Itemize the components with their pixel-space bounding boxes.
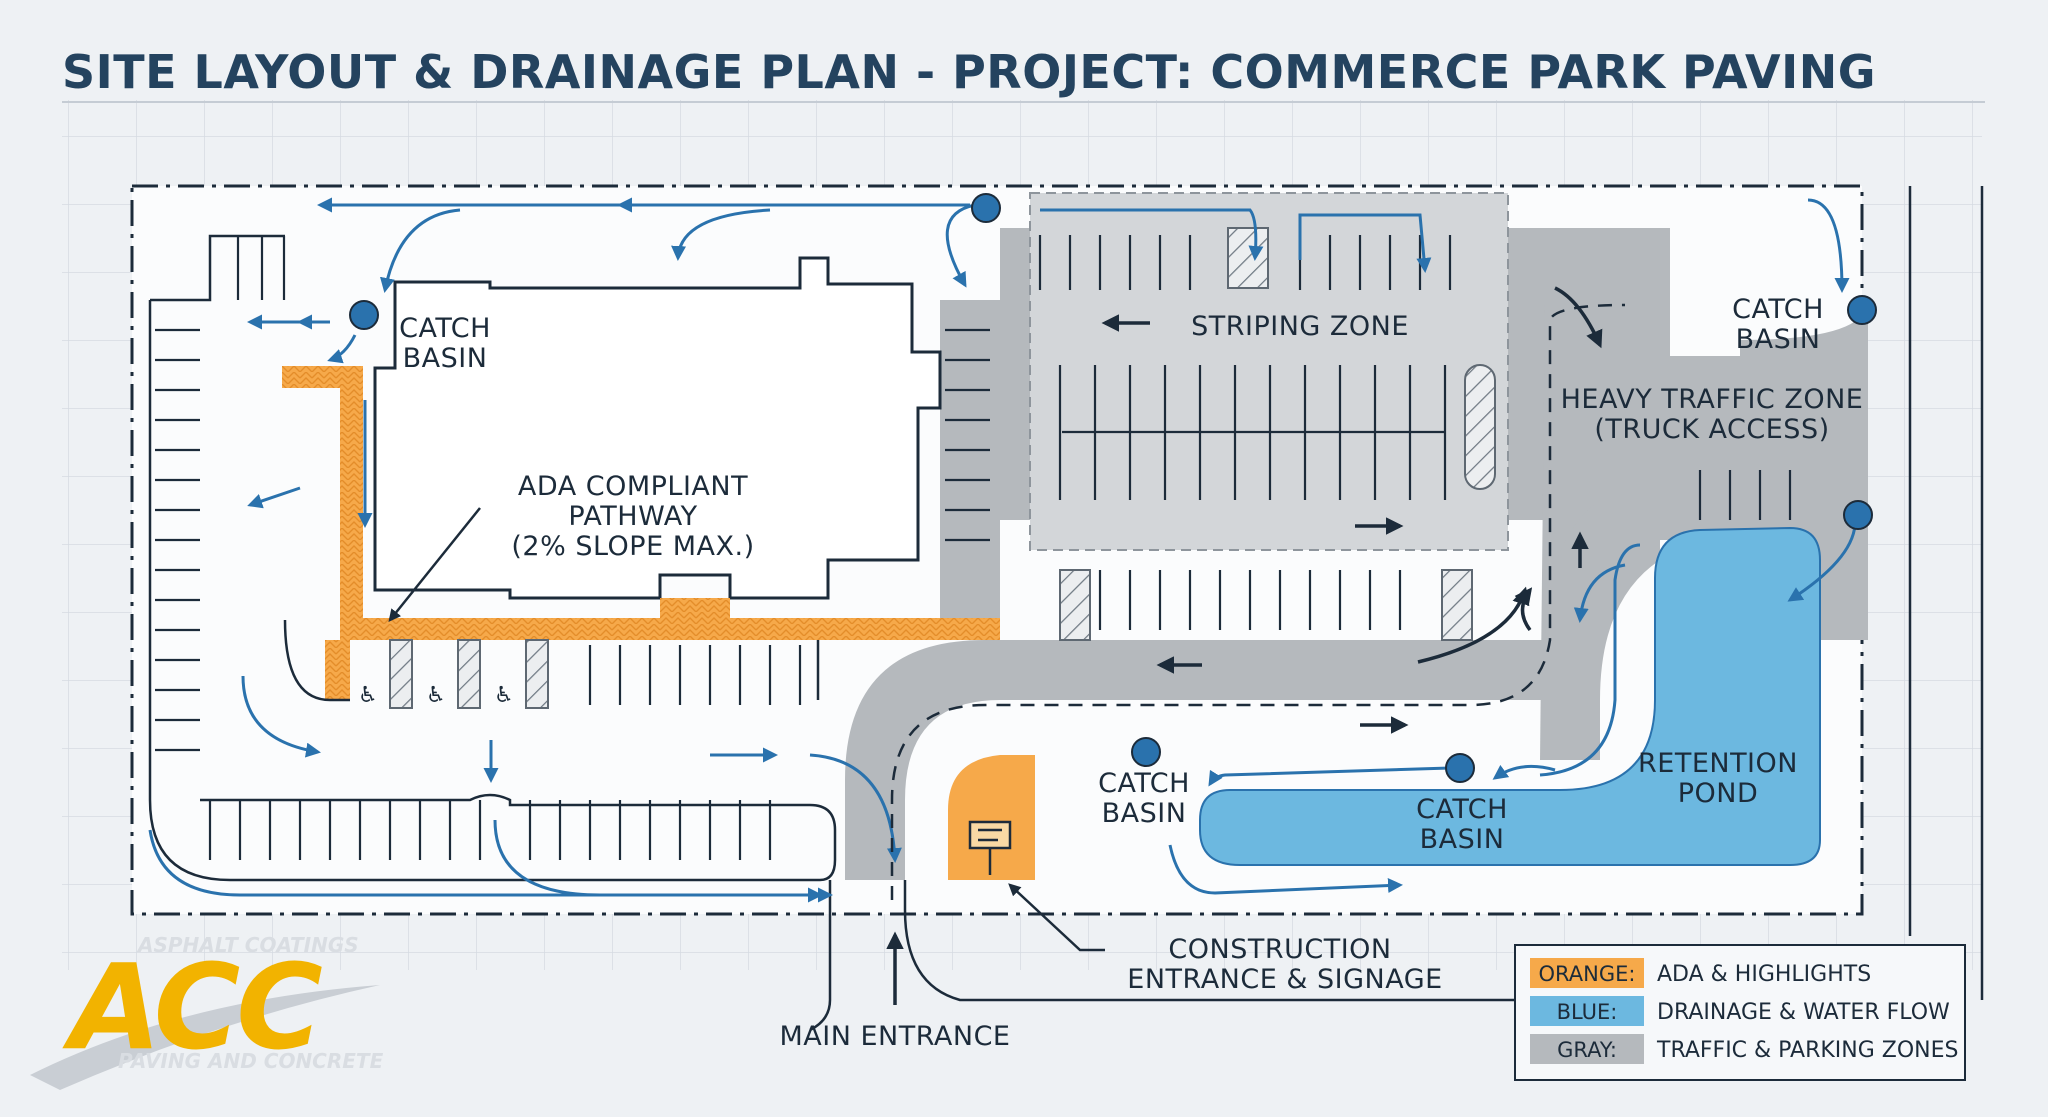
ada-pathway-label-2: PATHWAY: [568, 501, 697, 532]
retention-pond-label: RETENTION: [1638, 748, 1798, 779]
legend-key-blue: BLUE:: [1557, 1000, 1618, 1024]
svg-text:♿: ♿: [358, 683, 378, 708]
construction-entrance-area: [948, 755, 1035, 880]
main-entrance-label: MAIN ENTRANCE: [779, 1021, 1010, 1052]
construction-entrance-label: CONSTRUCTION: [1168, 934, 1391, 965]
curb-lines: [148, 186, 1984, 1032]
hatched-islands: [389, 227, 1496, 709]
wheelchair-icon: ♿ ♿ ♿: [358, 683, 514, 708]
catch-basin-s2-label-2: BASIN: [1420, 824, 1505, 855]
legend-key-orange: ORANGE:: [1539, 962, 1636, 986]
svg-text:♿: ♿: [426, 683, 446, 708]
legend-value-orange: ADA & HIGHLIGHTS: [1657, 962, 1871, 987]
retention-pond: [1199, 526, 1821, 866]
svg-text:♿: ♿: [494, 683, 514, 708]
leader-lines: [388, 507, 1105, 952]
page-title: SITE LAYOUT & DRAINAGE PLAN - PROJECT: C…: [62, 45, 1876, 99]
traffic-arrows: [886, 286, 1603, 1005]
logo-mark: ACC: [62, 938, 322, 1076]
legend-value-gray: TRAFFIC & PARKING ZONES: [1656, 1038, 1959, 1063]
legend: ORANGE: BLUE: GRAY: ADA & HIGHLIGHTS DRA…: [1514, 944, 1966, 1081]
sign-post-icon: [968, 820, 1012, 875]
construction-entrance-label-2: ENTRANCE & SIGNAGE: [1127, 964, 1442, 995]
catch-basin-s1-label-2: BASIN: [1102, 798, 1187, 829]
legend-swatch-blue: [1530, 996, 1644, 1026]
company-logo: ASPHALT COATINGS ACC PAVING AND CONCRETE: [30, 933, 384, 1090]
logo-bottom-text: PAVING AND CONCRETE: [118, 1049, 384, 1073]
catch-basin-s1-label: CATCH: [1098, 768, 1190, 799]
catch-basin-marker: [349, 193, 1877, 783]
catch-basin-nw-label: CATCH: [399, 313, 491, 344]
legend-swatch-orange: [1530, 958, 1644, 988]
pond-swale: [1539, 543, 1641, 777]
catch-basin-s2-label: CATCH: [1416, 794, 1508, 825]
legend-key-gray: GRAY:: [1557, 1038, 1617, 1062]
heavy-traffic-label: HEAVY TRAFFIC ZONE: [1561, 384, 1864, 415]
heavy-traffic-label-2: (TRUCK ACCESS): [1594, 414, 1829, 445]
striping-zone-label: STRIPING ZONE: [1191, 311, 1409, 342]
ada-pathway-label: ADA COMPLIANT: [518, 471, 748, 502]
legend-swatch-gray: [1530, 1034, 1644, 1064]
legend-value-blue: DRAINAGE & WATER FLOW: [1657, 1000, 1950, 1025]
catch-basin-ne-label-2: BASIN: [1736, 324, 1821, 355]
catch-basin-nw-label-2: BASIN: [403, 343, 488, 374]
catch-basin-ne-label: CATCH: [1732, 294, 1824, 325]
lane-dashes: [890, 303, 1626, 900]
logo-top-text: ASPHALT COATINGS: [136, 933, 359, 957]
ada-pathway-label-3: (2% SLOPE MAX.): [511, 531, 754, 562]
drainage-flow-arrows: [148, 197, 1857, 903]
ada-pathway: [282, 366, 1000, 700]
parking-stalls: [155, 235, 1792, 860]
retention-pond-label-2: POND: [1678, 778, 1759, 809]
